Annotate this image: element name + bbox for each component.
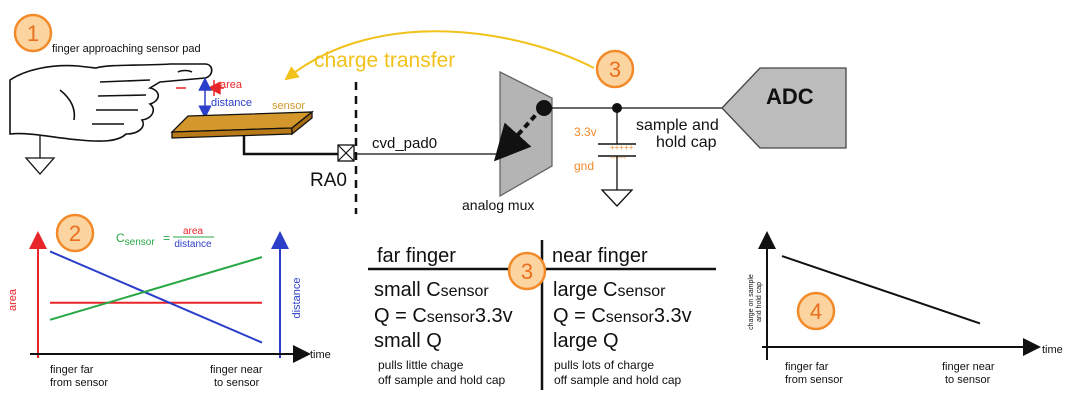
area-marker: area bbox=[176, 79, 243, 96]
hand-icon bbox=[9, 63, 213, 142]
chart4-series-line-0 bbox=[781, 255, 981, 325]
near-note-1: pulls lots of charge bbox=[554, 358, 654, 372]
adc-block: ADC bbox=[721, 67, 847, 149]
svg-text:Csensor: Csensor bbox=[116, 231, 155, 248]
svg-text:=: = bbox=[163, 231, 170, 245]
near-row-1: large Csensor bbox=[553, 279, 666, 301]
near-note-2: off sample and hold cap bbox=[554, 373, 682, 387]
comparison-table: far finger near finger 3 small Csensor Q… bbox=[368, 240, 716, 390]
finger-caption: finger approaching sensor pad bbox=[52, 43, 201, 55]
badge-2: 2 bbox=[55, 213, 95, 253]
svg-text:3: 3 bbox=[609, 57, 621, 82]
chart-4: charge on sample and hold cap time finge… bbox=[748, 231, 1063, 386]
chart4-y-label-2: and hold cap bbox=[756, 282, 763, 322]
chart2-x-tick-right: finger near bbox=[210, 364, 263, 376]
sample-hold-cap: +++++ ------ 3.3v gnd sample and hold ca… bbox=[574, 108, 719, 207]
badge-3-top: 3 bbox=[595, 49, 635, 89]
svg-text:from sensor: from sensor bbox=[50, 377, 108, 389]
svg-text:sensor: sensor bbox=[272, 100, 305, 112]
svg-text:distance: distance bbox=[211, 97, 252, 109]
chart2-x-label: time bbox=[310, 349, 331, 361]
svg-text:hold cap: hold cap bbox=[656, 134, 717, 151]
far-row-2: Q = Csensor3.3v bbox=[374, 305, 513, 327]
svg-text:sample and: sample and bbox=[636, 117, 719, 134]
svg-text:------: ------ bbox=[610, 153, 626, 162]
svg-text:distance: distance bbox=[174, 239, 212, 250]
table-col-near: near finger bbox=[552, 245, 648, 267]
chart4-x-label: time bbox=[1042, 344, 1063, 356]
badge-1: 1 bbox=[13, 13, 53, 53]
svg-text:area: area bbox=[183, 226, 203, 237]
far-note-2: off sample and hold cap bbox=[378, 373, 506, 387]
svg-text:to sensor: to sensor bbox=[945, 374, 991, 386]
chart4-y-label-1: charge on sample bbox=[748, 274, 755, 330]
chart-2: 2 Csensor = area distance area distance … bbox=[7, 213, 331, 389]
charge-transfer-arrow bbox=[284, 30, 595, 81]
chart4-x-tick-left: finger far bbox=[785, 361, 829, 373]
chart2-series-line-1 bbox=[49, 250, 263, 344]
chart2-series-line-2 bbox=[49, 256, 263, 321]
near-row-2: Q = Csensor3.3v bbox=[553, 305, 692, 327]
svg-text:4: 4 bbox=[810, 299, 822, 324]
chart2-y-right-label: distance bbox=[291, 278, 303, 319]
chart4-series bbox=[781, 255, 981, 325]
chart4-x-tick-right: finger near bbox=[942, 361, 995, 373]
near-row-3: large Q bbox=[553, 330, 619, 352]
svg-text:analog mux: analog mux bbox=[462, 197, 534, 213]
distance-marker: distance bbox=[198, 77, 252, 119]
svg-text:ADC: ADC bbox=[766, 84, 814, 109]
far-row-3: small Q bbox=[374, 330, 442, 352]
svg-text:2: 2 bbox=[69, 221, 81, 246]
table-col-far: far finger bbox=[377, 245, 456, 267]
chart2-y-left-label: area bbox=[7, 288, 19, 311]
svg-text:+++++: +++++ bbox=[610, 143, 634, 152]
charge-transfer-label: charge transfer bbox=[314, 49, 455, 72]
badge-3-table: 3 bbox=[507, 251, 547, 291]
svg-text:3.3v: 3.3v bbox=[574, 125, 597, 139]
net-label: cvd_pad0 bbox=[372, 135, 437, 152]
c-sensor-formula: Csensor = area distance bbox=[116, 226, 214, 250]
far-row-1: small Csensor bbox=[374, 279, 489, 301]
svg-text:RA0: RA0 bbox=[310, 170, 347, 191]
svg-text:area: area bbox=[220, 79, 243, 91]
svg-text:gnd: gnd bbox=[574, 159, 594, 173]
svg-text:3: 3 bbox=[521, 259, 533, 284]
sensor-pad: sensor bbox=[170, 100, 314, 139]
badge-4: 4 bbox=[796, 291, 836, 331]
svg-text:1: 1 bbox=[27, 21, 39, 46]
svg-text:from sensor: from sensor bbox=[785, 374, 843, 386]
far-note-1: pulls little chage bbox=[378, 358, 464, 372]
ra0-pin: RA0 bbox=[310, 144, 355, 191]
analog-mux: analog mux bbox=[462, 70, 553, 213]
svg-text:to sensor: to sensor bbox=[214, 377, 260, 389]
hand-ground-icon bbox=[24, 136, 56, 175]
chart2-x-tick-left: finger far bbox=[50, 364, 94, 376]
chart2-series bbox=[49, 250, 263, 344]
sensor-wire bbox=[242, 135, 338, 156]
